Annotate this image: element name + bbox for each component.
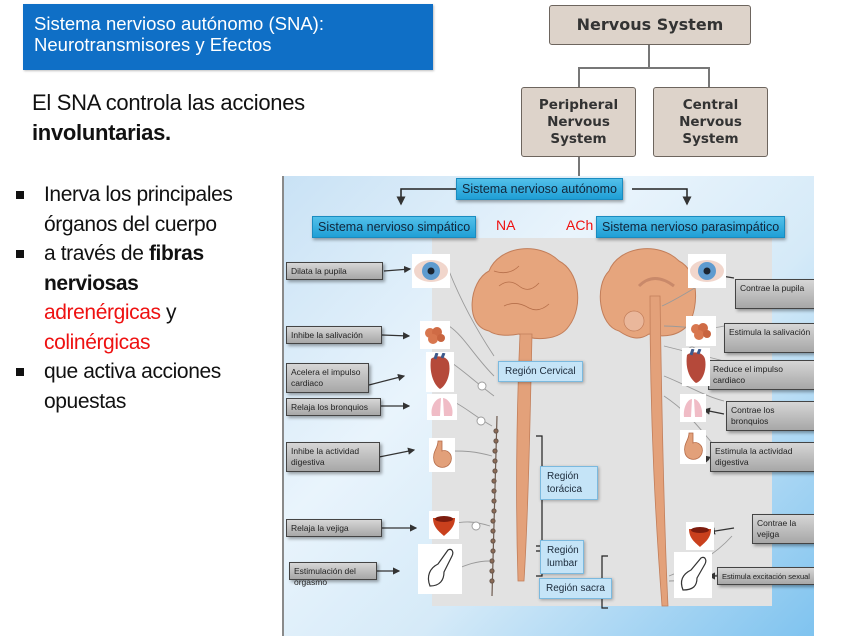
cns-line: Central [682, 97, 739, 113]
region-thoracic: Región torácica [540, 466, 598, 500]
effect-stimulate-orgasm: Estimulación del orgasmo [289, 562, 377, 587]
brain-sagittal-icon [599, 248, 697, 339]
lungs-icon [680, 394, 706, 422]
region-lumbar: Región lumbar [540, 540, 584, 574]
effect-reduce-heart: Reduce el impulso cardiaco [708, 360, 814, 390]
bladder-icon [686, 522, 714, 550]
bullet-list: Inerva los principales órganos del cuerp… [14, 180, 284, 416]
title-line-1: Sistema nervioso autónomo (SNA): [34, 13, 324, 34]
bullet-item: Inerva los principales órganos del cuerp… [14, 180, 284, 239]
bullet-square-icon [16, 368, 24, 376]
peripheral-nervous-system-box: Peripheral Nervous System [521, 87, 636, 157]
intro-text: El SNA controla las acciones involuntari… [32, 88, 305, 148]
highlight-adrenergic: adrenérgicas [44, 301, 161, 324]
effect-stimulate-digestion: Estimula la actividad digestiva [710, 442, 814, 472]
stomach-icon [429, 438, 455, 472]
connector-line [708, 67, 710, 87]
eye-icon [412, 254, 450, 288]
bullet-item: que activa acciones opuestas [14, 357, 284, 416]
effect-accelerate-heart: Acelera el impulso cardiaco [286, 363, 369, 393]
cns-line: Nervous [679, 114, 742, 130]
connector-line [578, 67, 580, 87]
intro-plain: El SNA controla las acciones [32, 90, 305, 115]
central-nervous-system-box: Central Nervous System [653, 87, 768, 157]
genitals-icon [674, 552, 712, 598]
heart-icon [426, 352, 454, 392]
effect-contract-bronchi: Contrae los bronquios [726, 401, 814, 431]
effect-relax-bladder: Relaja la vejiga [286, 519, 382, 537]
parasympathetic-system-box: Sistema nervioso parasimpático [596, 216, 786, 238]
salivary-gland-icon [686, 316, 716, 346]
nervous-system-box: Nervous System [549, 5, 751, 45]
heart-icon [682, 348, 710, 386]
highlight-cholinergic: colinérgicas [44, 330, 151, 354]
effect-dilate-pupil: Dilata la pupila [286, 262, 383, 280]
salivary-gland-icon [420, 321, 450, 349]
effect-stimulate-arousal: Estimula excitación sexual [717, 567, 814, 585]
effect-relax-bronchi: Relaja los bronquios [286, 398, 381, 416]
lungs-icon [427, 394, 457, 420]
sympathetic-chain [489, 415, 499, 597]
effect-stimulate-salivation: Estimula la salivación [724, 323, 814, 353]
brain-lateral-icon [471, 248, 579, 339]
pns-line: System [550, 131, 607, 147]
pns-line: Nervous [547, 114, 610, 130]
bullet-bold: fibras nerviosas [44, 242, 204, 295]
bullet-text: a través de [44, 242, 149, 265]
ans-diagram: Sistema nervioso autónomo Sistema nervio… [282, 176, 814, 636]
effect-contract-pupil: Contrae la pupila [735, 279, 814, 309]
slide-title: Sistema nervioso autónomo (SNA): Neurotr… [23, 4, 433, 70]
cns-line: System [682, 131, 739, 147]
region-sacral: Región sacra [539, 578, 612, 599]
bullet-square-icon [16, 191, 24, 199]
connector-line [578, 67, 709, 69]
intro-bold: involuntarias. [32, 120, 171, 145]
genitals-icon [418, 544, 462, 594]
autonomic-nervous-system-box: Sistema nervioso autónomo [456, 178, 623, 200]
bullet-text: Inerva los principales órganos del cuerp… [44, 183, 233, 236]
na-label: NA [496, 217, 516, 233]
spinal-cord-parasympathetic [649, 295, 669, 607]
eye-icon [688, 254, 726, 288]
effect-inhibit-salivation: Inhibe la salivación [286, 326, 382, 344]
sympathetic-system-box: Sistema nervioso simpático [312, 216, 477, 238]
bullet-square-icon [16, 250, 24, 258]
region-cervical: Región Cervical [498, 361, 583, 382]
arrow-to-parasympathetic [632, 188, 692, 206]
bladder-icon [429, 511, 459, 539]
sympathetic-arrows [368, 265, 418, 575]
effect-inhibit-digestion: Inhibe la actividad digestiva [286, 442, 380, 472]
arrow-to-sympathetic [396, 188, 456, 206]
bullet-conj: y [160, 301, 177, 324]
connector-line [578, 157, 580, 183]
ach-label: ACh [566, 217, 594, 233]
connector-line [648, 45, 650, 67]
pns-line: Peripheral [538, 97, 619, 113]
bullet-text: que activa acciones opuestas [44, 360, 221, 413]
bullet-item: a través de fibras nerviosas adrenérgica… [14, 239, 284, 357]
spinal-cord-sympathetic [516, 333, 533, 582]
title-line-2: Neurotransmisores y Efectos [34, 34, 272, 55]
stomach-icon [680, 430, 706, 464]
effect-contract-bladder: Contrae la vejiga [752, 514, 814, 544]
